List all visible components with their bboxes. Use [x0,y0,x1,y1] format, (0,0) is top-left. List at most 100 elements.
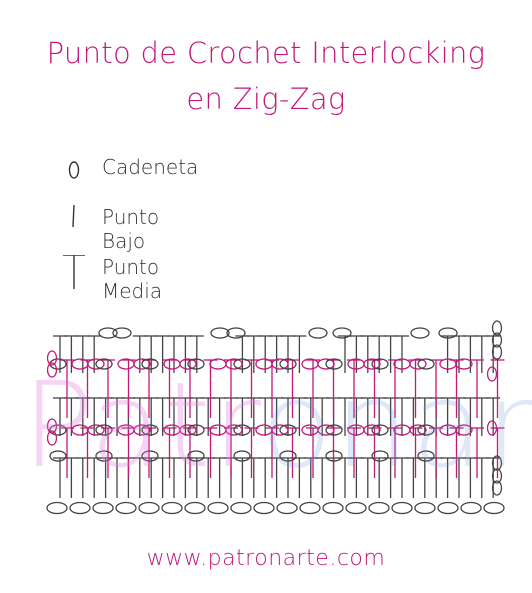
chain-stitch [226,327,246,339]
legend-label-single-crochet: Punto Bajo [102,205,160,253]
chain-stitch [230,501,252,515]
chain-stitch [491,320,503,336]
chain-stitch [98,327,118,339]
chain-stitch [46,418,58,434]
chain-symbol-icon [68,161,80,179]
chain-stitch [345,501,367,515]
chain-stitch [49,450,67,462]
chain-stitch [491,344,503,360]
chain-stitch [210,327,230,339]
chain-stitch [371,424,389,436]
title-line-1: Punto de Crochet Interlocking [46,36,486,70]
chain-stitch [414,501,436,515]
chain-stitch [184,501,206,515]
chain-stitch [491,468,503,484]
chain-stitch [368,501,390,515]
chain-stitch [179,424,197,436]
title-line-2: en Zig-Zag [186,82,346,116]
chain-stitch [371,358,389,370]
chain-stitch [179,358,197,370]
chain-stitch [460,501,482,515]
chain-stitch [233,450,251,462]
chain-stitch [409,358,427,370]
chain-stitch [46,430,58,446]
chain-stitch [255,358,273,370]
chain-stitch [409,424,427,436]
chain-stitch [279,450,297,462]
chain-stitch [141,424,159,436]
chain-stitch [491,455,503,471]
chain-stitch [455,358,473,370]
chain-stitch [317,424,335,436]
chain-stitch [322,501,344,515]
chain-stitch [417,424,435,436]
chain-stitch [363,424,381,436]
chain-stitch [410,327,430,339]
chain-stitch [87,358,105,370]
chain-stitch [301,424,319,436]
chain-stitch [279,358,297,370]
chain-stitch [133,358,151,370]
chain-stitch [187,450,205,462]
half-double-crochet-symbol-icon [63,255,85,289]
chain-stitch [225,358,243,370]
chain-stitch [141,450,159,462]
chain-stitch [308,327,328,339]
chain-stitch [87,424,105,436]
chain-stitch [486,420,498,436]
chain-stitch [299,501,321,515]
chain-stitch [209,424,227,436]
chain-stitch [233,424,251,436]
chain-stitch [163,424,181,436]
chain-stitch [371,450,389,462]
chain-stitch [187,424,205,436]
chain-stitch [161,501,183,515]
legend-label-chain: Cadeneta [102,155,199,179]
chain-stitch [46,501,68,515]
chain-stitch [279,424,297,436]
chain-stitch [391,501,413,515]
chain-stitch [317,358,335,370]
chain-stitch [49,358,67,370]
chain-stitch [255,424,273,436]
chain-stitch [271,424,289,436]
chain-stitch [483,501,505,515]
chain-stitch [325,450,343,462]
chain-stitch [117,424,135,436]
chain-stitch [455,424,473,436]
chain-stitch [363,358,381,370]
chain-stitch [138,501,160,515]
chain-stitch [133,424,151,436]
chain-stitch [332,327,352,339]
chain-stitch [233,358,251,370]
chain-stitch [417,450,435,462]
legend-label-half-double-crochet: Punto Media [102,255,163,303]
chain-stitch [325,358,343,370]
single-crochet-symbol-icon [72,205,75,228]
chain-stitch [187,358,205,370]
chain-stitch [112,327,132,339]
stitch-diagram [46,320,505,515]
chain-stitch [71,358,89,370]
chain-stitch [276,501,298,515]
chain-stitch [49,424,67,436]
chain-stitch [417,358,435,370]
chain-stitch [46,350,58,366]
chain-stitch [95,358,113,370]
chain-stitch [491,480,503,496]
chain-stitch [71,424,89,436]
chain-stitch [325,424,343,436]
chain-stitch [92,501,114,515]
chain-stitch [115,501,137,515]
chain-stitch [141,358,159,370]
footer-url: www.patronarte.com [146,546,386,571]
chain-stitch [209,358,227,370]
chain-stitch [225,424,243,436]
chain-stitch [95,450,113,462]
chain-stitch [491,332,503,348]
chain-stitch [486,366,498,382]
chain-stitch [253,501,275,515]
chain-stitch [271,358,289,370]
chain-stitch [95,424,113,436]
chain-stitch [69,501,91,515]
